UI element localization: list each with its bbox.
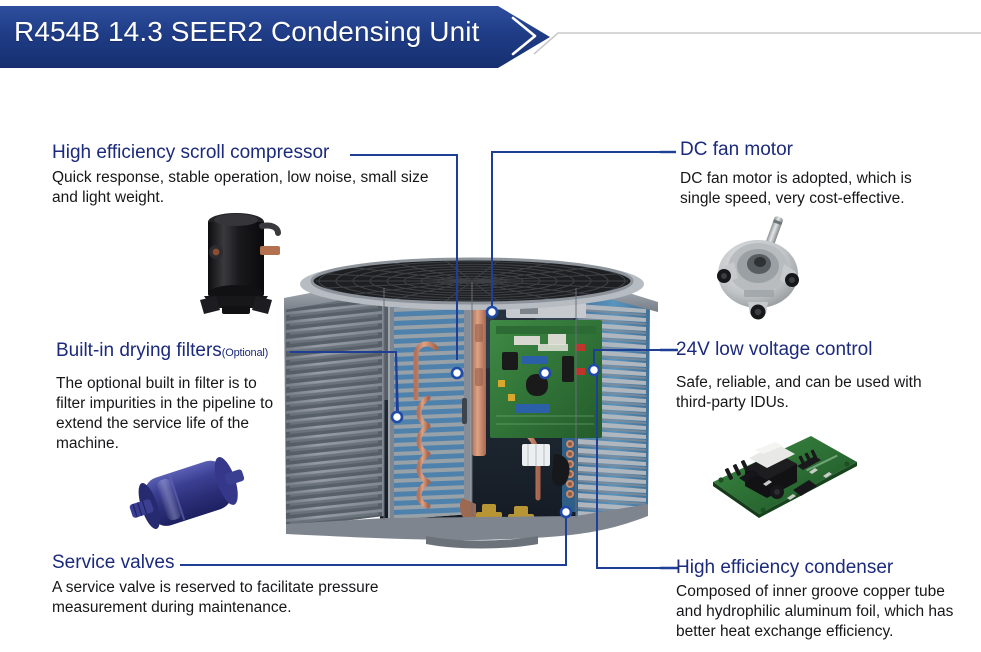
callout-filters-heading: Built-in drying filters(Optional)	[56, 340, 316, 364]
banner-shape	[0, 6, 550, 68]
drying-filter-photo	[129, 457, 245, 529]
page-title: R454B 14.3 SEER2 Condensing Unit	[14, 16, 480, 47]
callout-condenser: High efficiency condenser Composed of in…	[676, 557, 976, 642]
callout-filters-heading-text: Built-in drying filters	[56, 340, 222, 361]
callout-filters-body: The optional built in filter is to filte…	[56, 375, 274, 452]
callout-compressor-heading: High efficiency scroll compressor	[52, 142, 330, 163]
callout-valves-heading: Service valves	[52, 552, 175, 573]
callout-compressor-body: Quick response, stable operation, low no…	[52, 169, 429, 206]
callout-fanmotor-heading: DC fan motor	[680, 139, 793, 160]
header-banner: R454B 14.3 SEER2 Condensing Unit	[0, 0, 981, 86]
scroll-compressor-photo	[200, 213, 281, 314]
callout-condenser-heading: High efficiency condenser	[676, 557, 894, 578]
callout-filters: Built-in drying filters(Optional) The op…	[56, 340, 316, 454]
callout-fanmotor-body: DC fan motor is adopted, which is single…	[680, 170, 912, 207]
header-rule	[533, 32, 981, 55]
dc-fan-motor-photo	[717, 216, 799, 320]
callout-compressor: High efficiency scroll compressor Quick …	[52, 142, 452, 208]
callout-filters-optional-tag: (Optional)	[221, 347, 269, 359]
callout-lowvoltage-body: Safe, reliable, and can be used with thi…	[676, 374, 922, 411]
callout-condenser-body: Composed of inner groove copper tube and…	[676, 583, 954, 640]
callout-lowvoltage: 24V low voltage control Safe, reliable, …	[676, 339, 976, 413]
callout-lowvoltage-heading: 24V low voltage control	[676, 339, 873, 360]
callout-fanmotor: DC fan motor DC fan motor is adopted, wh…	[680, 139, 980, 209]
callout-valves-body: A service valve is reserved to facilitat…	[52, 579, 379, 616]
chevron-right-icon	[511, 16, 537, 56]
control-board-photo	[713, 436, 857, 518]
callout-valves: Service valves A service valve is reserv…	[52, 552, 422, 618]
condensing-unit-cutaway	[284, 257, 658, 549]
